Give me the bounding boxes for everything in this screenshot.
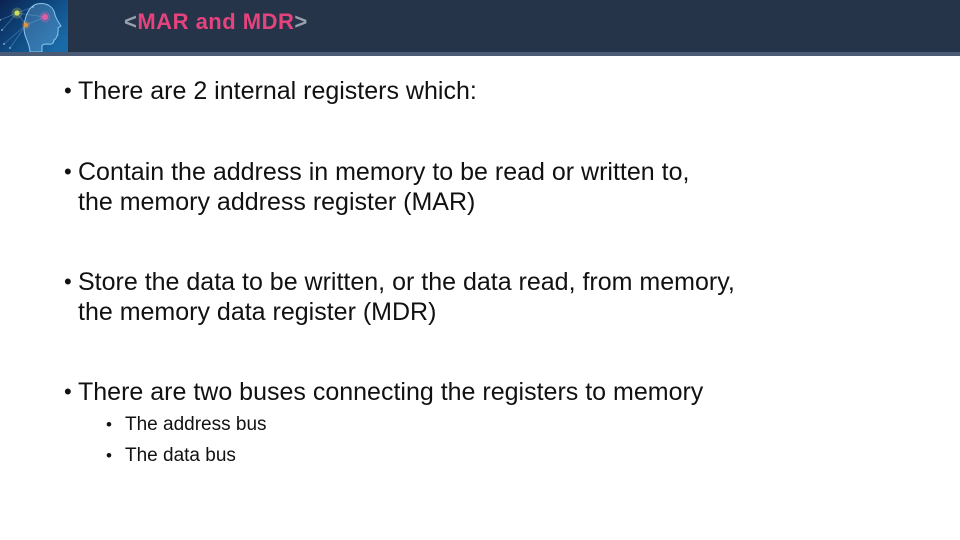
bullet-text: There are 2 internal registers which: bbox=[78, 77, 477, 105]
bullet-marker: • bbox=[64, 379, 72, 404]
bullet-marker: • bbox=[64, 78, 72, 103]
sub-bullet-text: The address bus bbox=[125, 414, 267, 435]
title-bracket-left: < bbox=[124, 9, 138, 34]
slide-header: <MAR and MDR> bbox=[0, 0, 960, 56]
sub-bullet-item: • The data bus bbox=[106, 443, 866, 469]
bullet-item: • Store the data to be written, or the d… bbox=[64, 267, 944, 327]
bullet-marker: • bbox=[106, 446, 112, 465]
bullet-marker: • bbox=[106, 415, 112, 434]
slide-title: <MAR and MDR> bbox=[124, 9, 308, 35]
bullet-text: There are two buses connecting the regis… bbox=[78, 378, 704, 406]
title-text: MAR and MDR bbox=[137, 9, 295, 34]
title-bracket-right: > bbox=[294, 9, 308, 34]
sub-bullet-item: • The address bus bbox=[106, 412, 866, 438]
bullet-item: • Contain the address in memory to be re… bbox=[64, 157, 944, 217]
bullet-text: Store the data to be written, or the dat… bbox=[78, 268, 735, 326]
neural-head-logo bbox=[0, 0, 68, 52]
bullet-item: • There are 2 internal registers which: bbox=[64, 76, 944, 106]
bullet-item: • There are two buses connecting the reg… bbox=[64, 377, 944, 407]
sub-bullet-text: The data bus bbox=[125, 445, 236, 466]
bullet-marker: • bbox=[64, 159, 72, 184]
bullet-marker: • bbox=[64, 269, 72, 294]
bullet-text: Contain the address in memory to be read… bbox=[78, 158, 690, 216]
neural-head-logo-image bbox=[0, 0, 68, 52]
